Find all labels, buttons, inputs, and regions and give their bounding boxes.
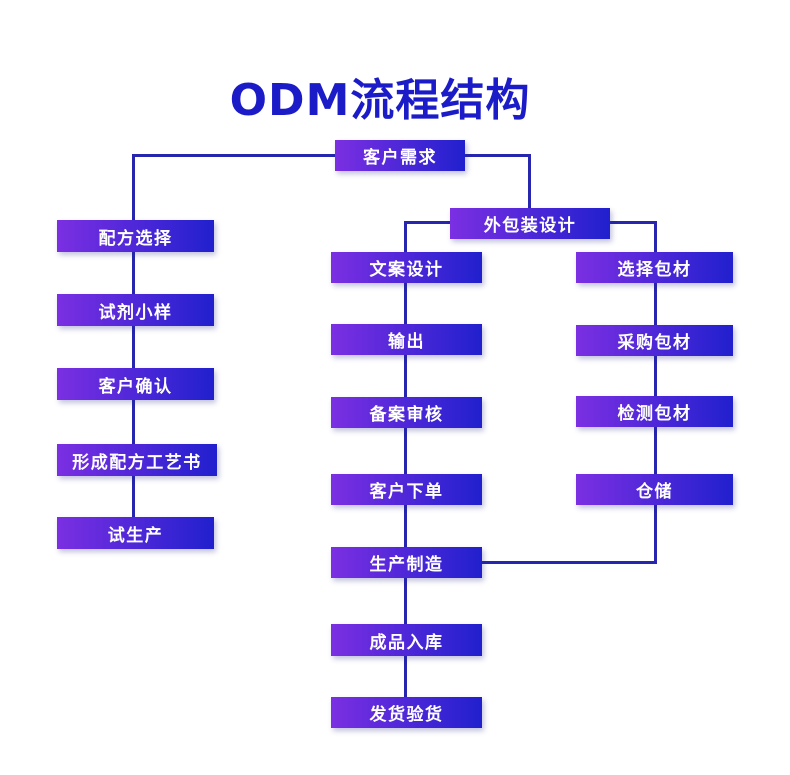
node-output: 输出 xyxy=(331,324,482,355)
node-material-inspection: 检测包材 xyxy=(576,396,733,427)
node-label: 备案审核 xyxy=(369,405,444,425)
connector-warehouse-to-production xyxy=(482,561,657,564)
node-customer-order: 客户下单 xyxy=(331,474,482,505)
node-customer-confirmation: 客户确认 xyxy=(57,368,214,400)
node-label: 形成配方工艺书 xyxy=(72,452,202,473)
node-finished-warehousing: 成品入库 xyxy=(331,624,482,656)
node-label: 生产制造 xyxy=(369,555,444,575)
node-label: 客户需求 xyxy=(363,148,437,168)
node-label: 试生产 xyxy=(107,525,164,546)
node-label: 采购包材 xyxy=(617,333,692,353)
connector-right-column-spine xyxy=(654,221,657,564)
node-material-purchase: 采购包材 xyxy=(576,325,733,356)
node-reagent-sample: 试剂小样 xyxy=(57,294,214,326)
node-filing-review: 备案审核 xyxy=(331,397,482,428)
connector-packaging-to-right xyxy=(608,221,657,224)
node-copy-design: 文案设计 xyxy=(331,252,482,283)
page-title: ODM流程结构 xyxy=(229,75,531,126)
node-customer-demand: 客户需求 xyxy=(335,140,465,171)
node-material-selection: 选择包材 xyxy=(576,252,733,283)
node-label: 外包装设计 xyxy=(483,216,577,236)
connector-middle-column-spine xyxy=(404,221,407,713)
node-shipping-inspection: 发货验货 xyxy=(331,697,482,728)
node-label: 检测包材 xyxy=(617,404,692,424)
connector-packaging-to-middle xyxy=(404,221,452,224)
node-label: 成品入库 xyxy=(369,632,444,653)
connector-left-column-spine xyxy=(132,154,135,534)
node-label: 选择包材 xyxy=(617,260,692,280)
node-label: 客户确认 xyxy=(98,376,173,397)
node-warehousing: 仓储 xyxy=(576,474,733,505)
connector-customer-to-right-branch xyxy=(464,154,531,157)
node-label: 文案设计 xyxy=(369,260,444,280)
node-packaging-design: 外包装设计 xyxy=(450,208,610,239)
node-label: 仓储 xyxy=(636,482,673,502)
node-formula-process-book: 形成配方工艺书 xyxy=(57,444,217,476)
node-formula-selection: 配方选择 xyxy=(57,220,214,252)
node-label: 试剂小样 xyxy=(98,302,173,323)
connector-to-packaging-design xyxy=(528,154,531,210)
node-production: 生产制造 xyxy=(331,547,482,578)
connector-customer-to-left-branch xyxy=(132,154,336,157)
node-label: 配方选择 xyxy=(98,228,173,249)
node-label: 客户下单 xyxy=(369,482,444,502)
node-label: 发货验货 xyxy=(369,705,444,725)
node-label: 输出 xyxy=(388,332,425,352)
node-trial-production: 试生产 xyxy=(57,517,214,549)
